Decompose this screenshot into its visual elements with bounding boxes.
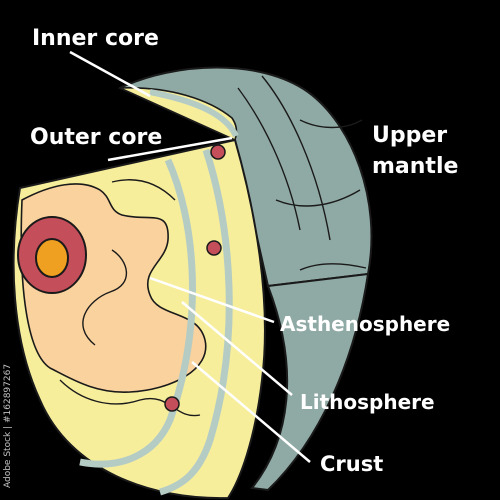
label-outer-core: Outer core — [30, 125, 163, 150]
label-crust: Crust — [320, 452, 384, 476]
plume-spot — [164, 396, 180, 412]
ring-band-outer — [149, 89, 239, 138]
label-upper-mantle-line1: Upper — [372, 123, 448, 148]
zone-contour-lines — [59, 179, 201, 417]
stock-id-watermark: Adobe Stock | #162897267 — [3, 363, 13, 488]
layer-ring-bands — [79, 89, 239, 496]
plume-spot — [206, 240, 222, 256]
pointer-asthenosphere — [149, 276, 275, 324]
plume-spot — [210, 144, 226, 160]
inner-core-disc — [35, 238, 69, 278]
pointer-inner-core — [69, 50, 151, 98]
pointer-crust — [191, 361, 311, 463]
label-upper-mantle-line2: mantle — [372, 154, 459, 179]
mantle-plume-spots — [164, 144, 226, 412]
pointer-lithosphere — [181, 301, 293, 396]
pointer-lines — [69, 50, 311, 463]
ring-band-inner — [79, 158, 196, 468]
label-asthenosphere: Asthenosphere — [280, 312, 451, 336]
pointer-outer-core — [107, 136, 233, 162]
label-inner-core: Inner core — [32, 26, 159, 51]
ring-band-middle — [158, 148, 233, 496]
label-lithosphere: Lithosphere — [300, 390, 435, 414]
label-upper-mantle: Upper mantle — [372, 120, 458, 182]
mantle-contour-lines — [237, 75, 367, 271]
